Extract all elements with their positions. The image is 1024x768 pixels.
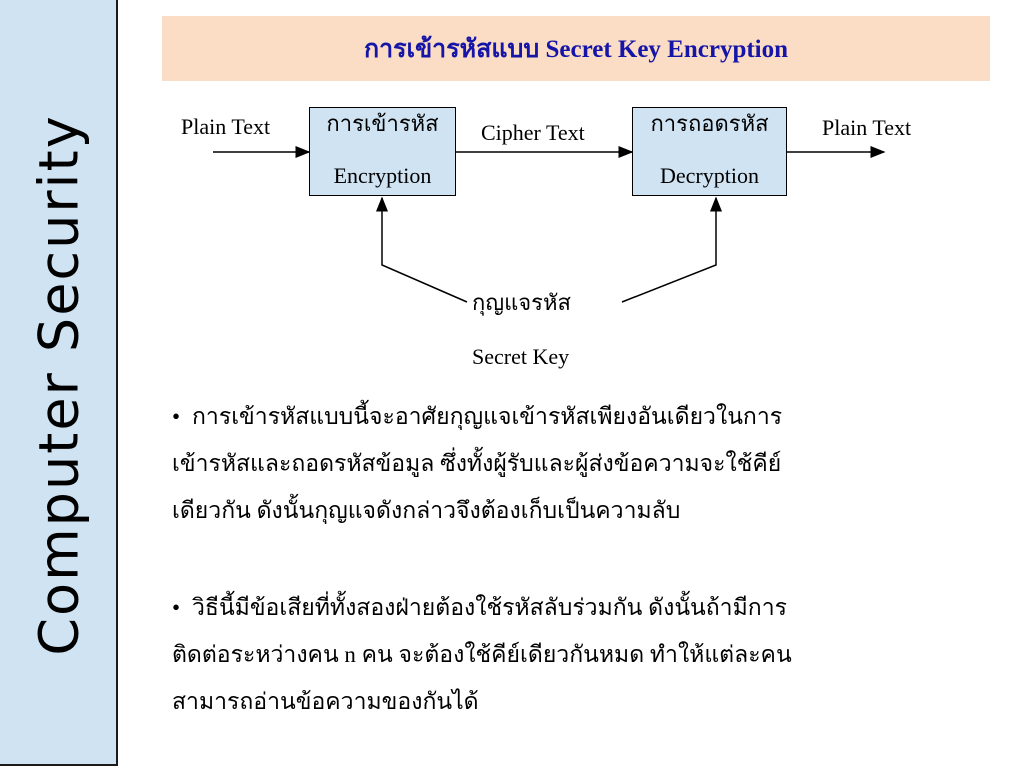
bullet-2-line-1: •วิธีนี้มีข้อเสียที่ทั้งสองฝ่ายต้องใช้รห… <box>172 584 972 631</box>
secret-key-thai-label: กุญแจรหัส <box>472 290 571 315</box>
bullet-paragraph-1: •การเข้ารหัสแบบนี้จะอาศัยกุญแจเข้ารหัสเพ… <box>172 393 972 534</box>
bullet-1-line-1: •การเข้ารหัสแบบนี้จะอาศัยกุญแจเข้ารหัสเพ… <box>172 393 972 440</box>
sidebar: Computer Security <box>0 0 118 766</box>
bullet-2-line-2: ติดต่อระหว่างคน n คน จะต้องใช้คีย์เดียวก… <box>172 642 792 667</box>
bullet-2-line-3: สามารถอ่านข้อความของกันได้ <box>172 689 479 714</box>
secret-key-english-label: Secret Key <box>472 344 570 369</box>
title-bar: การเข้ารหัสแบบ Secret Key Encryption <box>162 16 990 81</box>
bullet-1-line-2: เข้ารหัสและถอดรหัสข้อมูล ซึ่งทั้งผู้รับแ… <box>172 451 782 476</box>
encryption-box: การเข้ารหัส Encryption <box>309 107 456 196</box>
bullet-marker: • <box>172 404 181 429</box>
bullet-paragraph-2: •วิธีนี้มีข้อเสียที่ทั้งสองฝ่ายต้องใช้รห… <box>172 584 972 725</box>
decryption-box: การถอดรหัส Decryption <box>632 107 787 196</box>
decryption-box-english: Decryption <box>660 163 759 188</box>
bullet-marker: • <box>172 595 181 620</box>
cipher-text-label: Cipher Text <box>481 120 585 145</box>
key-to-decryption-connector <box>621 196 722 303</box>
decryption-box-thai: การถอดรหัส <box>650 111 769 136</box>
slide-title: การเข้ารหัสแบบ Secret Key Encryption <box>363 35 789 63</box>
input-plain-text-label: Plain Text <box>181 114 271 139</box>
output-plain-text-label: Plain Text <box>822 115 912 140</box>
encryption-box-thai: การเข้ารหัส <box>326 111 439 136</box>
bullet-1-line-3: เดียวกัน ดังนั้นกุญแจดังกล่าวจึงต้องเก็บ… <box>172 498 681 523</box>
key-to-encryption-connector <box>376 196 468 303</box>
encryption-box-english: Encryption <box>333 163 432 188</box>
